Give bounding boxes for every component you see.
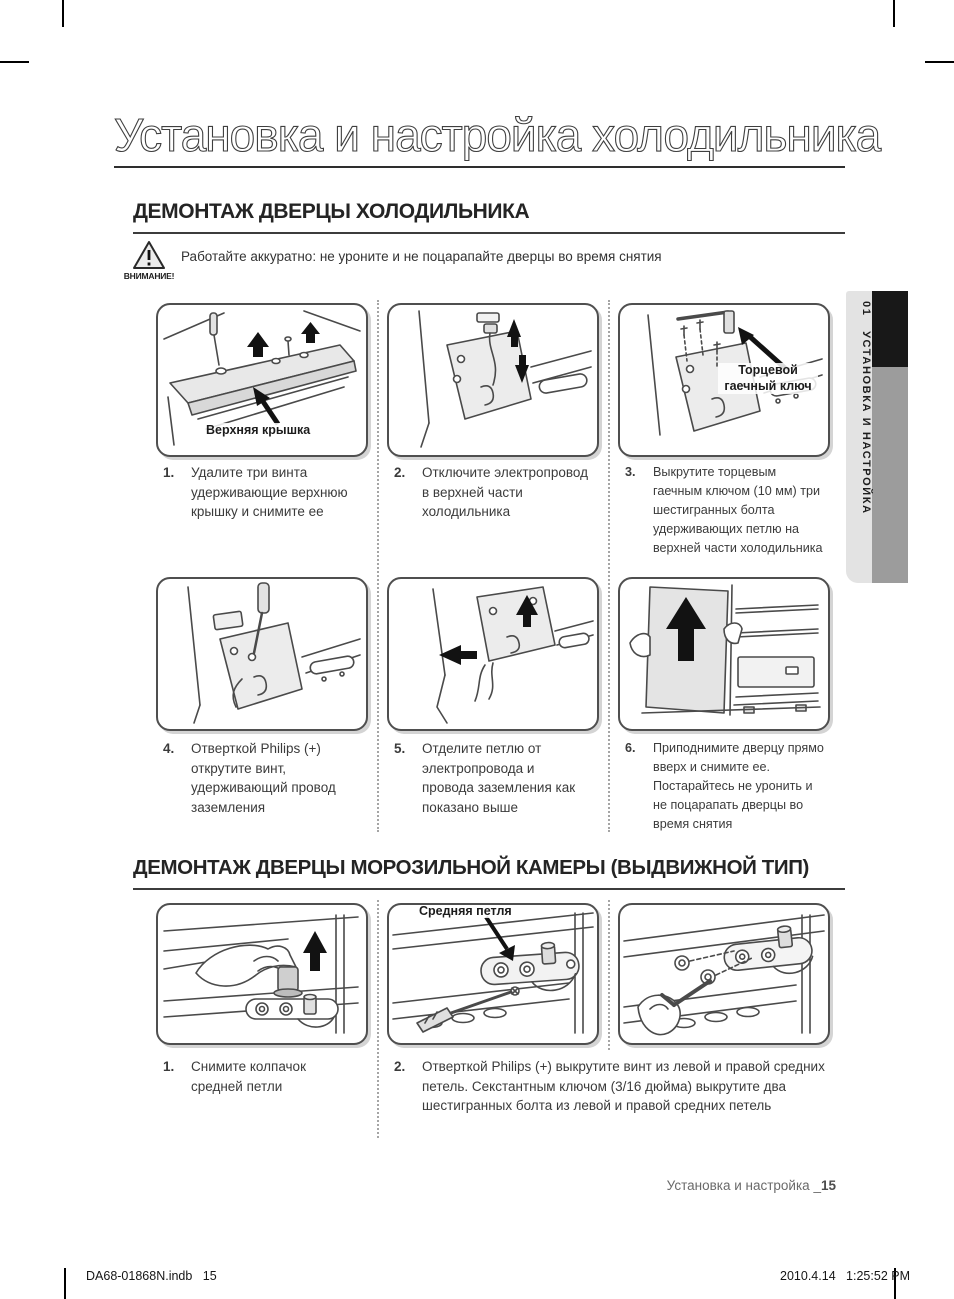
step-figure-7 bbox=[156, 903, 368, 1045]
step-text: Приподнимите дверцу прямо вверх и снимит… bbox=[653, 741, 824, 831]
step-caption: 4. Отверткой Philips (+) открутите винт,… bbox=[156, 739, 359, 817]
footer-separator: _ bbox=[813, 1178, 821, 1193]
figure-label: Торцевой гаечный ключ bbox=[718, 363, 818, 395]
chapter-number: 01 bbox=[860, 301, 872, 317]
crop-mark-top-right-v bbox=[893, 0, 895, 27]
section2-rule bbox=[133, 888, 845, 890]
step-caption: 1. Снимите колпачок средней петли bbox=[156, 1057, 359, 1096]
step-caption: 3. Выкрутите торцевым гаечным ключом (10… bbox=[618, 463, 825, 557]
chapter-title: УСТАНОВКА И НАСТРОЙКА bbox=[860, 331, 872, 515]
step-number: 6. bbox=[625, 741, 636, 755]
figure-label: Средняя петля bbox=[417, 904, 514, 918]
title-rule bbox=[114, 166, 845, 168]
print-info-left: DA68-01868N.indb 15 bbox=[86, 1269, 217, 1283]
step-figure-8: Средняя петля bbox=[387, 903, 599, 1045]
step-text: Отверткой Philips (+) выкрутите винт из … bbox=[422, 1059, 825, 1114]
step-figure-9 bbox=[618, 903, 830, 1045]
step-number: 5. bbox=[394, 741, 406, 756]
lift-door-illustration bbox=[629, 584, 821, 716]
step-text: Снимите колпачок средней петли bbox=[191, 1059, 306, 1094]
step-number: 2. bbox=[394, 465, 406, 480]
crop-mark-top-left-h bbox=[0, 61, 29, 63]
warning-caption: ВНИМАНИЕ! bbox=[123, 271, 175, 281]
step-figure-3: Торцевой гаечный ключ bbox=[618, 303, 830, 457]
step-caption: 1. Удалите три винта удерживающие верхню… bbox=[156, 463, 359, 522]
column-divider bbox=[377, 300, 379, 832]
section1-rule bbox=[133, 232, 845, 234]
section2-heading: ДЕМОНТАЖ ДВЕРЦЫ МОРОЗИЛЬНОЙ КАМЕРЫ (ВЫДВ… bbox=[133, 856, 809, 879]
step-number: 1. bbox=[163, 1059, 175, 1074]
step-number: 2. bbox=[394, 1059, 406, 1074]
footer-page-number: 15 bbox=[820, 1178, 836, 1193]
step-caption: 5. Отделите петлю от электропровода и пр… bbox=[387, 739, 590, 817]
footer-pagination: Установка и настройка _15 bbox=[520, 1178, 836, 1193]
crop-mark-bottom-right-v bbox=[894, 1268, 896, 1299]
unplug-wire-illustration bbox=[418, 310, 592, 448]
step-caption: 6. Приподнимите дверцу прямо вверх и сни… bbox=[618, 739, 825, 833]
crop-mark-top-right-h bbox=[925, 61, 954, 63]
section1-heading: ДЕМОНТАЖ ДВЕРЦЫ ХОЛОДИЛЬНИКА bbox=[133, 200, 530, 223]
crop-mark-top-left-v bbox=[62, 0, 64, 27]
sidebar-chapter-label: 01 УСТАНОВКА И НАСТРОЙКА bbox=[847, 291, 872, 583]
step-figure-2 bbox=[387, 303, 599, 457]
remove-cap-illustration bbox=[163, 914, 359, 1034]
step-number: 3. bbox=[625, 465, 636, 479]
middle-hinge-screw-illustration bbox=[392, 912, 594, 1034]
column-divider bbox=[608, 300, 610, 832]
print-info-right: 2010.4.14 1:25:52 PM bbox=[780, 1269, 910, 1283]
chapter-black-block bbox=[872, 291, 908, 367]
page-title: Установка и настройка холодильника bbox=[113, 108, 881, 161]
step-text: Отделите петлю от электропровода и прово… bbox=[422, 741, 576, 815]
column-divider bbox=[377, 900, 379, 1138]
chapter-gray-block bbox=[872, 367, 908, 583]
figure-label: Верхняя крышка bbox=[204, 423, 313, 437]
footer-text: Установка и настройка bbox=[666, 1178, 814, 1193]
step-caption: 2. Отключите электропровод в верхней час… bbox=[387, 463, 590, 522]
step-text: Отверткой Philips (+) открутите винт, уд… bbox=[191, 741, 336, 815]
step-text: Выкрутите торцевым гаечным ключом (10 мм… bbox=[653, 465, 823, 555]
top-cover-illustration bbox=[163, 310, 361, 446]
step-text: Отключите электропровод в верхней части … bbox=[422, 465, 588, 520]
step-text: Удалите три винта удерживающие верхнюю к… bbox=[191, 465, 348, 520]
detach-hinge-illustration bbox=[432, 586, 594, 724]
hex-bolts-illustration bbox=[623, 914, 825, 1036]
warning-block: ВНИМАНИЕ! bbox=[118, 240, 180, 281]
ground-screw-illustration bbox=[187, 582, 361, 724]
step-caption: 2. Отверткой Philips (+) выкрутите винт … bbox=[387, 1057, 828, 1116]
warning-triangle-icon bbox=[133, 241, 165, 269]
step-figure-1: Верхняя крышка bbox=[156, 303, 368, 457]
step-figure-4 bbox=[156, 577, 368, 731]
crop-mark-bottom-left-v bbox=[64, 1268, 66, 1299]
step-number: 4. bbox=[163, 741, 175, 756]
warning-text: Работайте аккуратно: не уроните и не поц… bbox=[181, 249, 662, 264]
step-number: 1. bbox=[163, 465, 175, 480]
sidebar-tab bbox=[846, 291, 872, 583]
step-figure-6 bbox=[618, 577, 830, 731]
step-figure-5 bbox=[387, 577, 599, 731]
column-divider bbox=[608, 900, 610, 1050]
